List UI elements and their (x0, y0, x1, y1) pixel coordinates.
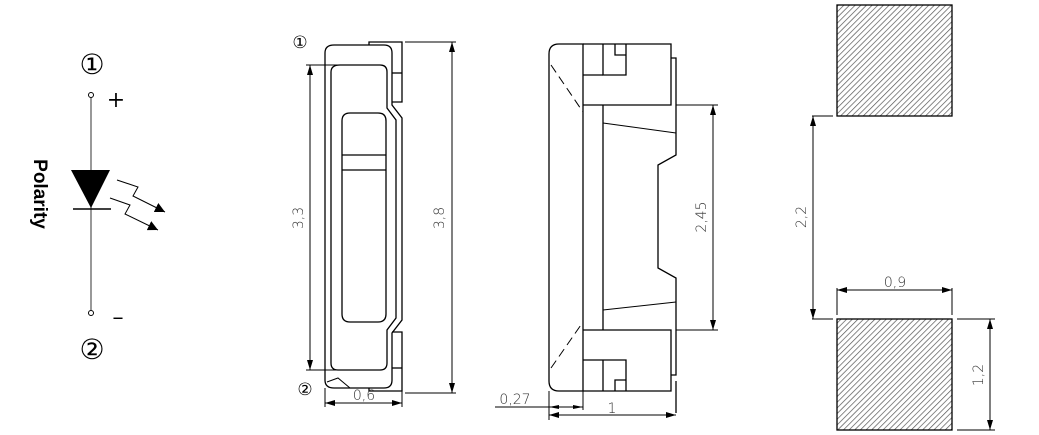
plus-sign: + (107, 88, 125, 113)
top-pin2-label: ② (297, 380, 312, 400)
side-view: 2,45 0,27 1 (495, 43, 718, 420)
dim-pad-width: 0,9 (884, 275, 906, 291)
side-lens (548, 43, 584, 392)
polarity-label: Polarity (29, 159, 50, 229)
pin1-label: ① (79, 48, 104, 81)
polarity-symbol: ① + – ② Polarity (29, 48, 166, 366)
package-outline (324, 44, 403, 389)
solder-pad-bottom (836, 318, 953, 431)
dim-wall: 0,27 (499, 392, 530, 408)
dim-width: 0,6 (353, 388, 375, 404)
dim-inner-length: 3,3 (291, 207, 307, 229)
top-pin1-label: ① (292, 33, 307, 53)
light-arrow-icon (116, 179, 166, 213)
top-view: ① ② 3,8 3,3 0,6 (291, 33, 456, 407)
dim-pad-height: 1,2 (971, 364, 987, 386)
minus-sign: – (113, 305, 124, 330)
pin2-label: ② (79, 333, 104, 366)
cathode-terminal (88, 310, 94, 316)
chip-window (341, 112, 387, 323)
dim-depth: 1 (608, 401, 617, 417)
dim-window: 2,45 (694, 201, 710, 232)
diode-triangle-icon (71, 170, 110, 208)
light-arrow-icon (109, 197, 159, 231)
anode-terminal (88, 92, 94, 98)
dim-total-length: 3,8 (432, 207, 448, 229)
lens-outline (330, 64, 397, 371)
dim-pad-gap: 2,2 (794, 206, 810, 228)
solder-pad-footprint: 2,2 0,9 1,2 (794, 4, 995, 431)
solder-pad-top (836, 4, 953, 117)
